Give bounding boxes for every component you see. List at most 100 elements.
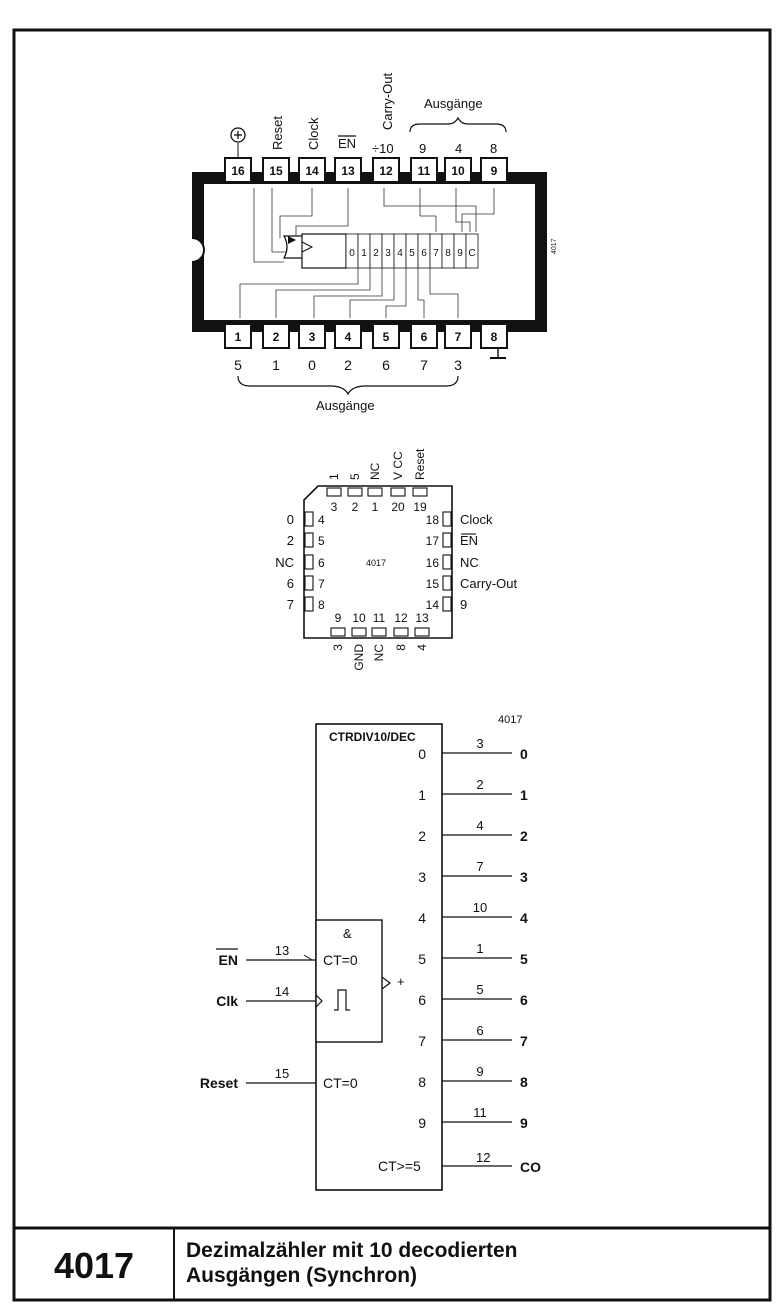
dip-label-reset: Reset xyxy=(270,116,285,150)
dip-pin-box xyxy=(262,323,290,349)
plcc-pad xyxy=(326,487,342,497)
dip-label-out8: 8 xyxy=(490,141,497,156)
plcc-pad xyxy=(330,627,346,637)
plcc-pad xyxy=(390,487,406,497)
dip-pin-number: 15 xyxy=(269,164,283,178)
plcc-pin-label: Clock xyxy=(460,512,493,527)
logic-carry-label: CT>=5 xyxy=(378,1158,421,1174)
logic-ct-zero-en: CT=0 xyxy=(323,952,358,968)
dip-label-out9: 9 xyxy=(419,141,426,156)
dip-pin-number: 11 xyxy=(418,164,431,178)
counter-cell-label: 1 xyxy=(361,248,367,259)
logic-output-index: 9 xyxy=(418,1115,426,1131)
dip-label-div10: ÷10 xyxy=(372,141,394,156)
plcc-pad xyxy=(412,487,428,497)
logic-carry-pin: 12 xyxy=(476,1150,490,1165)
dip-pin-number: 12 xyxy=(379,164,393,178)
logic-output-pin: 10 xyxy=(473,900,487,915)
plcc-pin-number: 14 xyxy=(426,598,440,612)
plcc-pin-label: EN xyxy=(460,533,478,548)
dip-pin-box xyxy=(444,323,472,349)
logic-output-name: 6 xyxy=(520,992,528,1008)
logic-output-name: 9 xyxy=(520,1115,528,1131)
footer-title-line2: Ausgängen (Synchron) xyxy=(186,1264,418,1287)
plcc-pin-number: 15 xyxy=(426,577,440,591)
counter-cell-label: 2 xyxy=(373,248,379,259)
plcc-pad xyxy=(442,554,452,570)
plcc-pin-number: 4 xyxy=(318,513,325,527)
supply-plus-icon xyxy=(230,127,246,143)
plcc-center-label: 4017 xyxy=(366,558,386,568)
dip-pin-number: 8 xyxy=(491,330,498,344)
dip-pin-box xyxy=(480,323,508,349)
plcc-pin-number: 19 xyxy=(413,500,427,514)
plcc-pin-label: 8 xyxy=(394,644,408,651)
logic-output-pin: 1 xyxy=(476,941,483,956)
logic-input-pin: 14 xyxy=(275,984,289,999)
plcc-pin-label: Carry-Out xyxy=(460,576,517,591)
counter-cell-label: 3 xyxy=(385,248,391,259)
plcc-pin-label: Reset xyxy=(413,448,427,480)
dip-pin-box xyxy=(224,157,252,183)
dip-output-label: 0 xyxy=(308,357,316,373)
dip-pin-box xyxy=(334,157,362,183)
plcc-pin-number: 9 xyxy=(335,611,342,625)
dip-pin-box xyxy=(480,157,508,183)
plcc-pad xyxy=(304,511,314,527)
logic-output-index: 7 xyxy=(418,1033,426,1049)
logic-header: CTRDIV10/DEC xyxy=(329,730,416,744)
plcc-pin-number: 18 xyxy=(426,513,440,527)
counter-cell-label: 9 xyxy=(457,248,463,259)
plcc-pad xyxy=(414,627,430,637)
plcc-pin-number: 7 xyxy=(318,577,325,591)
plcc-pin-number: 16 xyxy=(426,556,440,570)
footer-title: Dezimalzähler mit 10 decodierten Ausgäng… xyxy=(186,1238,756,1288)
plcc-pad xyxy=(393,627,409,637)
dip-output-label: 1 xyxy=(272,357,280,373)
dip-pin-box xyxy=(224,323,252,349)
logic-output-index: 8 xyxy=(418,1074,426,1090)
plcc-pin-number: 8 xyxy=(318,598,325,612)
counter-cell-label: 6 xyxy=(421,248,427,259)
counter-cell-label: 7 xyxy=(433,248,439,259)
logic-input-pin: 13 xyxy=(275,943,289,958)
dip-pin-number: 1 xyxy=(235,330,242,344)
dip-notch xyxy=(191,237,205,263)
plcc-pin-label: 4 xyxy=(415,644,429,651)
plcc-pad xyxy=(304,575,314,591)
dip-pin-number: 10 xyxy=(451,164,465,178)
logic-output-index: 3 xyxy=(418,869,426,885)
dip-pin-number: 4 xyxy=(345,330,352,344)
plcc-pin-label: NC xyxy=(368,462,382,480)
plcc-pad xyxy=(304,554,314,570)
logic-output-name: 1 xyxy=(520,787,528,803)
dip-pin-number: 6 xyxy=(421,330,428,344)
plcc-pin-label: 0 xyxy=(287,512,294,527)
dip-pin-box xyxy=(298,157,326,183)
dip-label-en: EN xyxy=(338,136,356,151)
plcc-pad xyxy=(351,627,367,637)
plcc-pin-number: 10 xyxy=(352,611,366,625)
dip-output-label: 5 xyxy=(234,357,242,373)
plcc-pad xyxy=(442,532,452,548)
plcc-pin-label: NC xyxy=(275,555,294,570)
plcc-pin-label: NC xyxy=(372,644,386,662)
dip-label-clock: Clock xyxy=(306,117,321,150)
plcc-pin-number: 3 xyxy=(331,500,338,514)
logic-output-pin: 6 xyxy=(476,1023,483,1038)
plcc-pad xyxy=(442,596,452,612)
logic-output-index: 0 xyxy=(418,746,426,762)
logic-output-index: 4 xyxy=(418,910,426,926)
logic-output-pin: 3 xyxy=(476,736,483,751)
logic-input-name: Reset xyxy=(200,1075,238,1091)
dip-pin-box xyxy=(372,323,400,349)
plcc-pin-label: 5 xyxy=(348,473,362,480)
